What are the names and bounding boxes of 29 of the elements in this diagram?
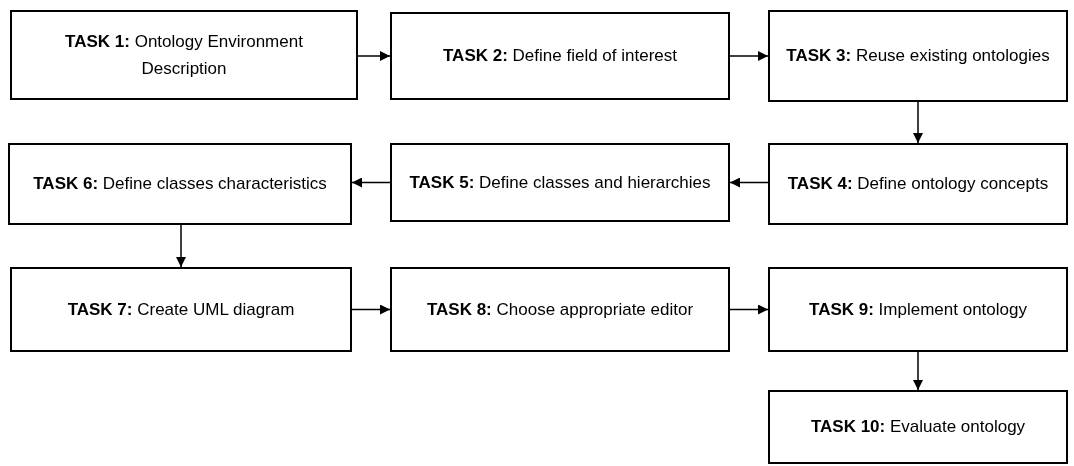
task-label: TASK 9: Implement ontology xyxy=(809,298,1027,321)
arrow xyxy=(729,177,769,188)
arrow xyxy=(729,51,769,61)
arrow xyxy=(913,101,923,144)
task-box xyxy=(768,267,1068,352)
task-label: TASK 8: Choose appropriate editor xyxy=(426,298,694,321)
task-box xyxy=(10,267,352,352)
task-label: TASK 1: Ontology Environment Description xyxy=(64,30,304,80)
task-label: TASK 3: Reuse existing ontologies xyxy=(786,45,1050,68)
task-label: TASK 7: Create UML diagram xyxy=(67,298,295,321)
task-label: TASK 6: Define classes characteristics xyxy=(33,173,327,196)
task-box xyxy=(768,10,1068,102)
arrow xyxy=(913,351,923,391)
arrow xyxy=(351,177,391,188)
arrow xyxy=(357,51,391,61)
task-label: TASK 5: Define classes and hierarchies xyxy=(409,171,711,194)
arrow xyxy=(351,304,391,315)
task-label: TASK 2: Define field of interest xyxy=(443,45,677,68)
task-label: TASK 10: Evaluate ontology xyxy=(810,416,1026,439)
task-box xyxy=(768,390,1068,464)
task-box xyxy=(390,267,730,352)
task-box xyxy=(390,12,730,100)
task-label: TASK 4: Define ontology concepts xyxy=(787,173,1049,196)
task-box xyxy=(390,143,730,222)
task-box xyxy=(8,143,352,225)
task-box xyxy=(768,143,1068,225)
arrow xyxy=(176,224,186,268)
task-box xyxy=(10,10,358,100)
arrow xyxy=(729,304,769,315)
